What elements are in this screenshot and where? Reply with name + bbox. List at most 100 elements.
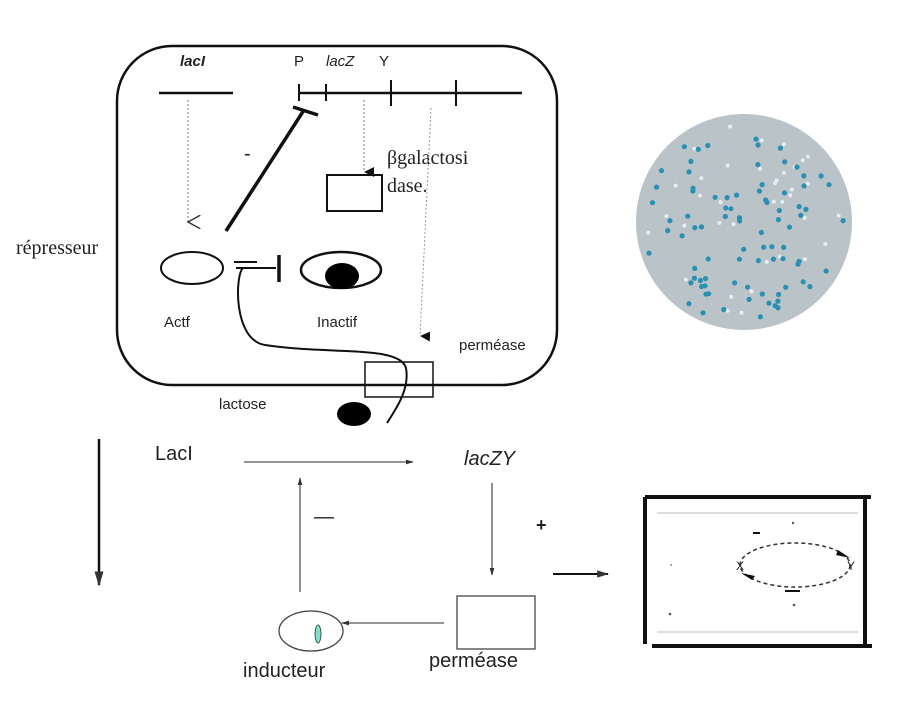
- blue-colony: [734, 192, 740, 198]
- white-colony: [782, 142, 786, 147]
- blue-colony: [761, 244, 767, 250]
- blue-colony: [741, 246, 747, 252]
- inactive-label: Inactif: [317, 314, 358, 331]
- white-colony: [646, 230, 651, 235]
- white-colony: [802, 215, 807, 220]
- white-colony: [699, 176, 704, 181]
- repression-bar: [292, 105, 319, 117]
- white-colony: [788, 193, 793, 198]
- white-colony: [759, 138, 764, 143]
- active-label: Actf: [164, 314, 191, 331]
- white-colony: [697, 193, 702, 198]
- inducer-molecule: [314, 624, 322, 644]
- white-colony: [771, 199, 776, 204]
- blue-colony: [745, 284, 751, 290]
- white-colony: [731, 222, 736, 227]
- blue-colony: [755, 162, 761, 168]
- white-colony: [683, 277, 688, 282]
- blue-colony: [781, 244, 787, 250]
- blue-colony: [794, 164, 800, 170]
- gene-lacz-label: lacZ: [326, 53, 355, 70]
- white-colony: [836, 213, 841, 218]
- blue-colony: [826, 182, 832, 188]
- blue-colony: [781, 190, 788, 196]
- white-colony: [802, 257, 807, 262]
- blue-colony: [688, 158, 694, 164]
- blue-colony: [692, 265, 698, 271]
- laczy-label: lacZY: [464, 448, 517, 470]
- blue-colony: [776, 207, 782, 214]
- white-colony: [717, 220, 722, 225]
- blue-colony: [723, 205, 729, 211]
- white-colony: [800, 158, 805, 163]
- laci-label: LacI: [155, 443, 193, 465]
- white-colony: [692, 146, 697, 151]
- beta-galactosidase-label-1: βgalactosi: [387, 147, 469, 169]
- repressor-label: répresseur: [16, 237, 99, 259]
- blue-colony: [780, 256, 786, 262]
- blue-colony: [691, 275, 698, 281]
- blue-colony: [692, 225, 698, 231]
- blue-colony: [803, 206, 809, 212]
- lactose-label: lactose: [219, 396, 267, 413]
- white-colony: [739, 310, 744, 315]
- white-colony: [805, 154, 810, 159]
- white-colony: [823, 241, 828, 246]
- beta-galactosidase-box: [326, 174, 383, 212]
- blue-colony: [756, 188, 763, 194]
- blue-colony: [786, 224, 793, 230]
- blue-colony: [782, 159, 788, 165]
- white-colony: [805, 181, 810, 186]
- white-colony: [728, 124, 733, 129]
- bound-inducer: [325, 263, 359, 289]
- white-colony: [789, 187, 794, 192]
- blue-colony: [681, 144, 688, 150]
- cell-membrane: [115, 44, 559, 387]
- phase-y-label: Y: [847, 559, 855, 573]
- blue-colony: [775, 298, 781, 304]
- blue-colony: [732, 280, 738, 286]
- repression-minus: -: [244, 143, 251, 165]
- blue-colony: [646, 250, 652, 256]
- operon-dna: [298, 80, 522, 106]
- petri-dish: [636, 114, 852, 330]
- phase-cycle: [739, 542, 851, 588]
- blue-colony: [777, 145, 784, 151]
- white-colony: [664, 214, 669, 219]
- blue-colony: [801, 173, 807, 179]
- blue-colony: [796, 258, 802, 264]
- white-colony: [774, 178, 779, 183]
- blue-colony: [705, 142, 711, 149]
- lactose-molecule: [337, 402, 371, 426]
- permease-label: perméase: [459, 337, 526, 354]
- permease-schema-label: perméase: [429, 650, 518, 672]
- blue-colony: [758, 229, 765, 236]
- blue-colony: [699, 283, 705, 290]
- blue-colony: [705, 256, 711, 262]
- blue-colony: [766, 300, 772, 306]
- blue-colony: [783, 284, 789, 290]
- permease-box-schema: [456, 595, 536, 650]
- blue-colony: [702, 276, 709, 282]
- blue-colony: [695, 146, 701, 152]
- blue-colony: [685, 213, 691, 219]
- beta-galactosidase-label-2: dase.: [387, 175, 428, 197]
- gene-y-label: Y: [379, 53, 389, 70]
- inducer-ellipse: [278, 610, 344, 652]
- regulation-schema: LacI lacZY — + perméase inducteur: [94, 439, 610, 682]
- cycle-arrow-bottom: [741, 573, 755, 580]
- white-colony: [749, 289, 754, 294]
- blue-colony: [686, 169, 692, 175]
- blue-colony: [698, 224, 705, 230]
- phase-box: X Y: [643, 495, 872, 648]
- blue-colony: [728, 206, 734, 212]
- blue-colony: [796, 204, 802, 210]
- active-repressor: [160, 251, 224, 285]
- blue-colony: [700, 310, 706, 316]
- blue-colony: [649, 200, 656, 206]
- blue-colony: [686, 301, 692, 307]
- cell-diagram: lacI P lacZ Y - βgalactosi dase. répress…: [16, 44, 559, 426]
- white-colony: [781, 170, 786, 175]
- blue-colony: [755, 142, 761, 148]
